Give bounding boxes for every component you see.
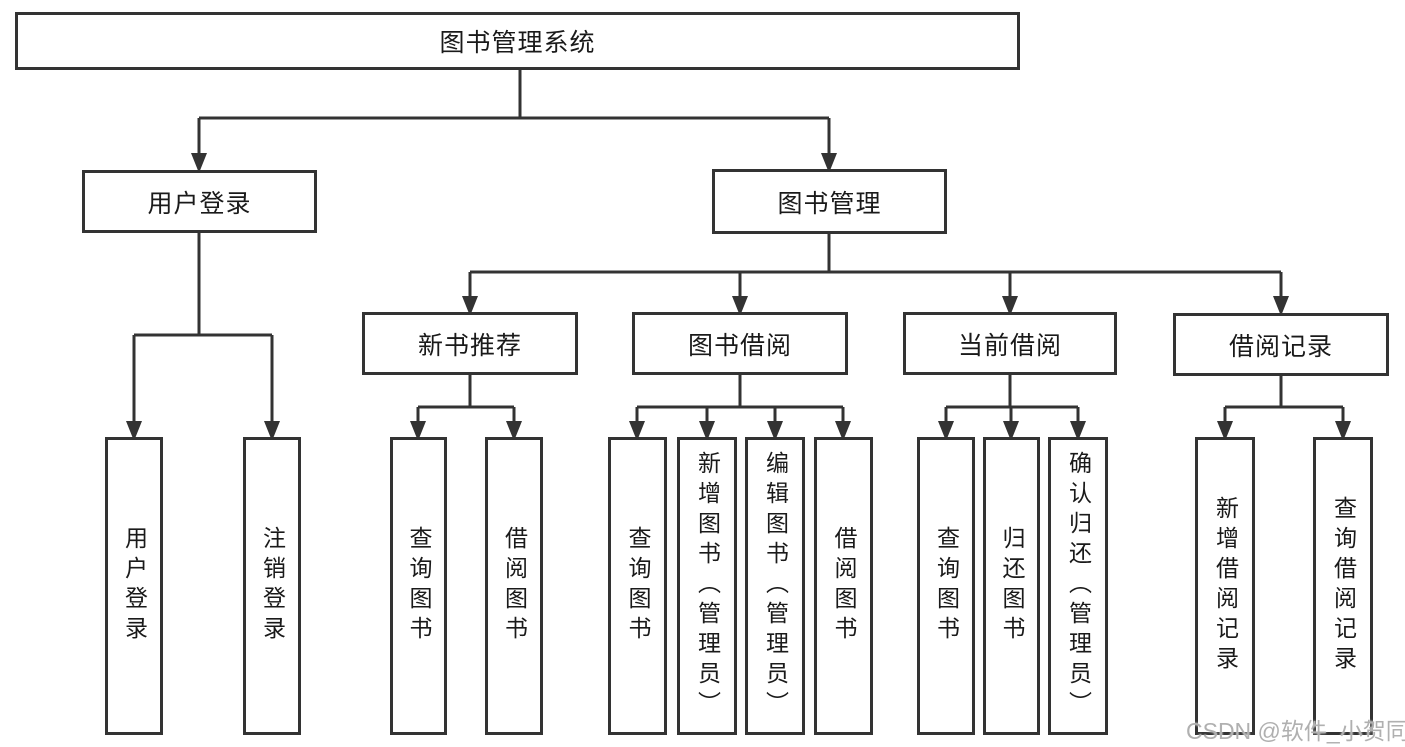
- node-new-book-recommend: 新书推荐: [362, 312, 578, 375]
- leaf-query-book: 查询图书: [390, 437, 447, 735]
- leaf-label: 查询借阅记录: [1330, 496, 1357, 676]
- leaf-label: 归还图书: [999, 526, 1025, 646]
- leaf-label: 查询图书: [406, 526, 432, 646]
- leaf-label: 新增借阅记录: [1212, 496, 1239, 676]
- node-root-label: 图书管理系统: [439, 29, 596, 57]
- node-user-login: 用户登录: [82, 170, 317, 233]
- leaf-user-login: 用户登录: [105, 437, 163, 735]
- csdn-watermark: CSDN @软件_小贺同学: [1186, 718, 1405, 744]
- leaf-label: 借阅图书: [831, 526, 857, 646]
- node-label: 新书推荐: [417, 331, 522, 360]
- leaf-confirm-return-admin: 确认归还（管理员）: [1048, 437, 1108, 735]
- node-label: 借阅记录: [1228, 332, 1333, 361]
- node-root-system: 图书管理系统: [15, 12, 1020, 70]
- leaf-label: 用户登录: [121, 526, 148, 646]
- leaf-logout: 注销登录: [243, 437, 301, 735]
- node-label: 当前借阅: [957, 331, 1062, 360]
- leaf-borrow-book: 借阅图书: [485, 437, 543, 735]
- leaf-return-book: 归还图书: [983, 437, 1040, 735]
- leaf-label: 注销登录: [259, 526, 286, 646]
- leaf-add-book-admin: 新增图书（管理员）: [677, 437, 737, 735]
- leaf-query-book: 查询图书: [608, 437, 667, 735]
- leaf-label: 新增图书（管理员）: [694, 451, 721, 721]
- leaf-label: 确认归还（管理员）: [1065, 451, 1092, 721]
- node-borrow-record: 借阅记录: [1173, 313, 1389, 376]
- node-current-borrow: 当前借阅: [903, 312, 1117, 375]
- leaf-query-borrow-record: 查询借阅记录: [1313, 437, 1373, 735]
- leaf-label: 编辑图书（管理员）: [762, 451, 789, 721]
- leaf-edit-book-admin: 编辑图书（管理员）: [745, 437, 805, 735]
- node-label: 图书借阅: [687, 331, 792, 360]
- leaf-label: 查询图书: [933, 526, 960, 646]
- node-book-management: 图书管理: [712, 169, 947, 234]
- node-label: 图书管理: [777, 189, 882, 218]
- node-label: 用户登录: [147, 189, 252, 218]
- leaf-query-book: 查询图书: [917, 437, 975, 735]
- leaf-add-borrow-record: 新增借阅记录: [1195, 437, 1255, 735]
- node-book-borrow: 图书借阅: [632, 312, 848, 375]
- leaf-label: 查询图书: [625, 526, 651, 646]
- leaf-label: 借阅图书: [501, 526, 528, 646]
- leaf-borrow-book: 借阅图书: [814, 437, 873, 735]
